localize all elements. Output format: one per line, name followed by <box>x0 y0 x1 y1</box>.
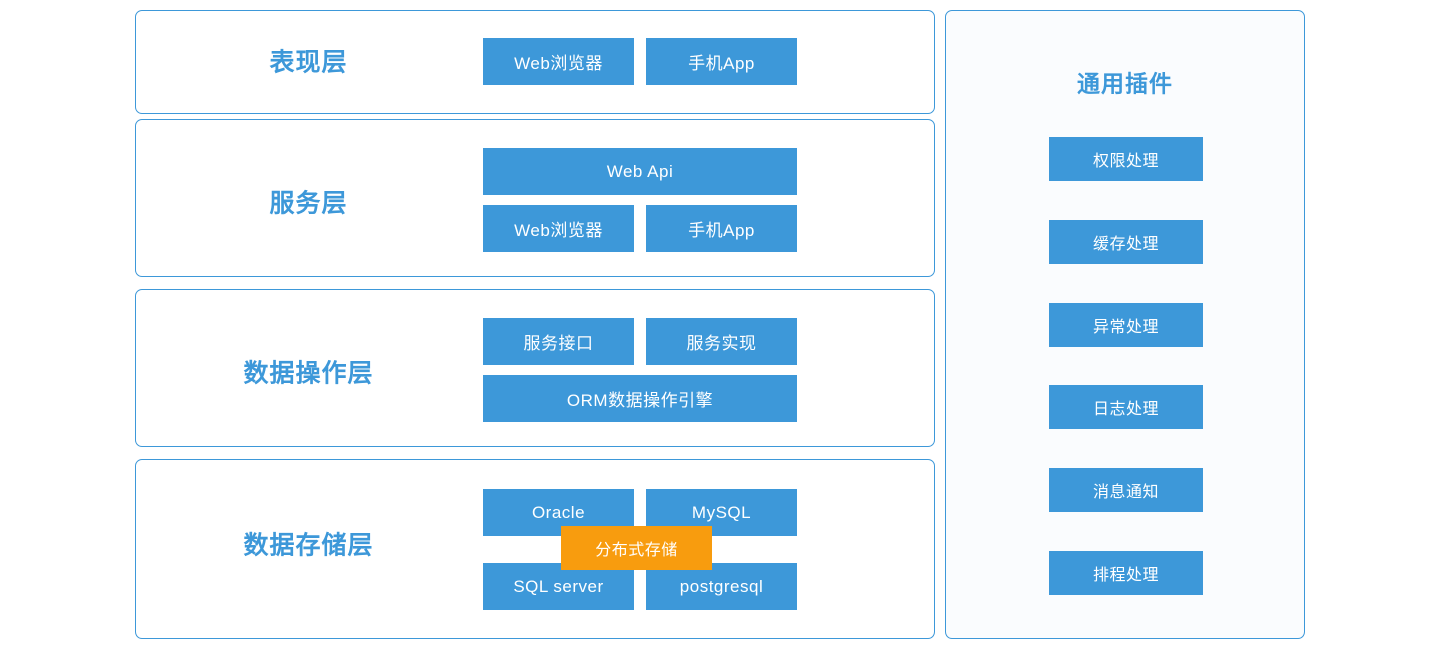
box-postgresql[interactable]: postgresql <box>646 563 797 610</box>
layer-panel-presentation: 表现层 Web浏览器 手机App <box>135 10 935 114</box>
plugin-item-log[interactable]: 日志处理 <box>1049 385 1203 429</box>
plugin-panel: 通用插件 权限处理 缓存处理 异常处理 日志处理 消息通知 排程处理 <box>945 10 1305 639</box>
layer-panel-service: 服务层 Web Api Web浏览器 手机App <box>135 119 935 277</box>
layer-panel-data-storage: 数据存储层 Oracle MySQL SQL server postgresql… <box>135 459 935 639</box>
box-web-browser[interactable]: Web浏览器 <box>483 38 634 85</box>
box-oracle[interactable]: Oracle <box>483 489 634 536</box>
box-mobile-app[interactable]: 手机App <box>646 38 797 85</box>
layer-title-data-storage: 数据存储层 <box>243 531 374 560</box>
box-orm-engine[interactable]: ORM数据操作引擎 <box>483 375 797 422</box>
plugin-item-scheduling[interactable]: 排程处理 <box>1049 551 1203 595</box>
box-distributed-storage[interactable]: 分布式存储 <box>561 526 712 570</box>
plugin-panel-title: 通用插件 <box>1077 70 1173 97</box>
plugin-item-exception[interactable]: 异常处理 <box>1049 303 1203 347</box>
box-service-implementation[interactable]: 服务实现 <box>646 318 797 365</box>
box-service-web-browser[interactable]: Web浏览器 <box>483 205 634 252</box>
box-service-mobile-app[interactable]: 手机App <box>646 205 797 252</box>
layer-panel-data-operation: 数据操作层 服务接口 服务实现 ORM数据操作引擎 <box>135 289 935 447</box>
layer-title-presentation: 表现层 <box>269 48 348 77</box>
plugin-item-permission[interactable]: 权限处理 <box>1049 137 1203 181</box>
plugin-item-cache[interactable]: 缓存处理 <box>1049 220 1203 264</box>
layer-title-data-operation: 数据操作层 <box>243 359 374 388</box>
layer-title-service: 服务层 <box>269 189 348 218</box>
box-service-interface[interactable]: 服务接口 <box>483 318 634 365</box>
box-web-api[interactable]: Web Api <box>483 148 797 195</box>
box-sql-server[interactable]: SQL server <box>483 563 634 610</box>
plugin-item-message-notification[interactable]: 消息通知 <box>1049 468 1203 512</box>
